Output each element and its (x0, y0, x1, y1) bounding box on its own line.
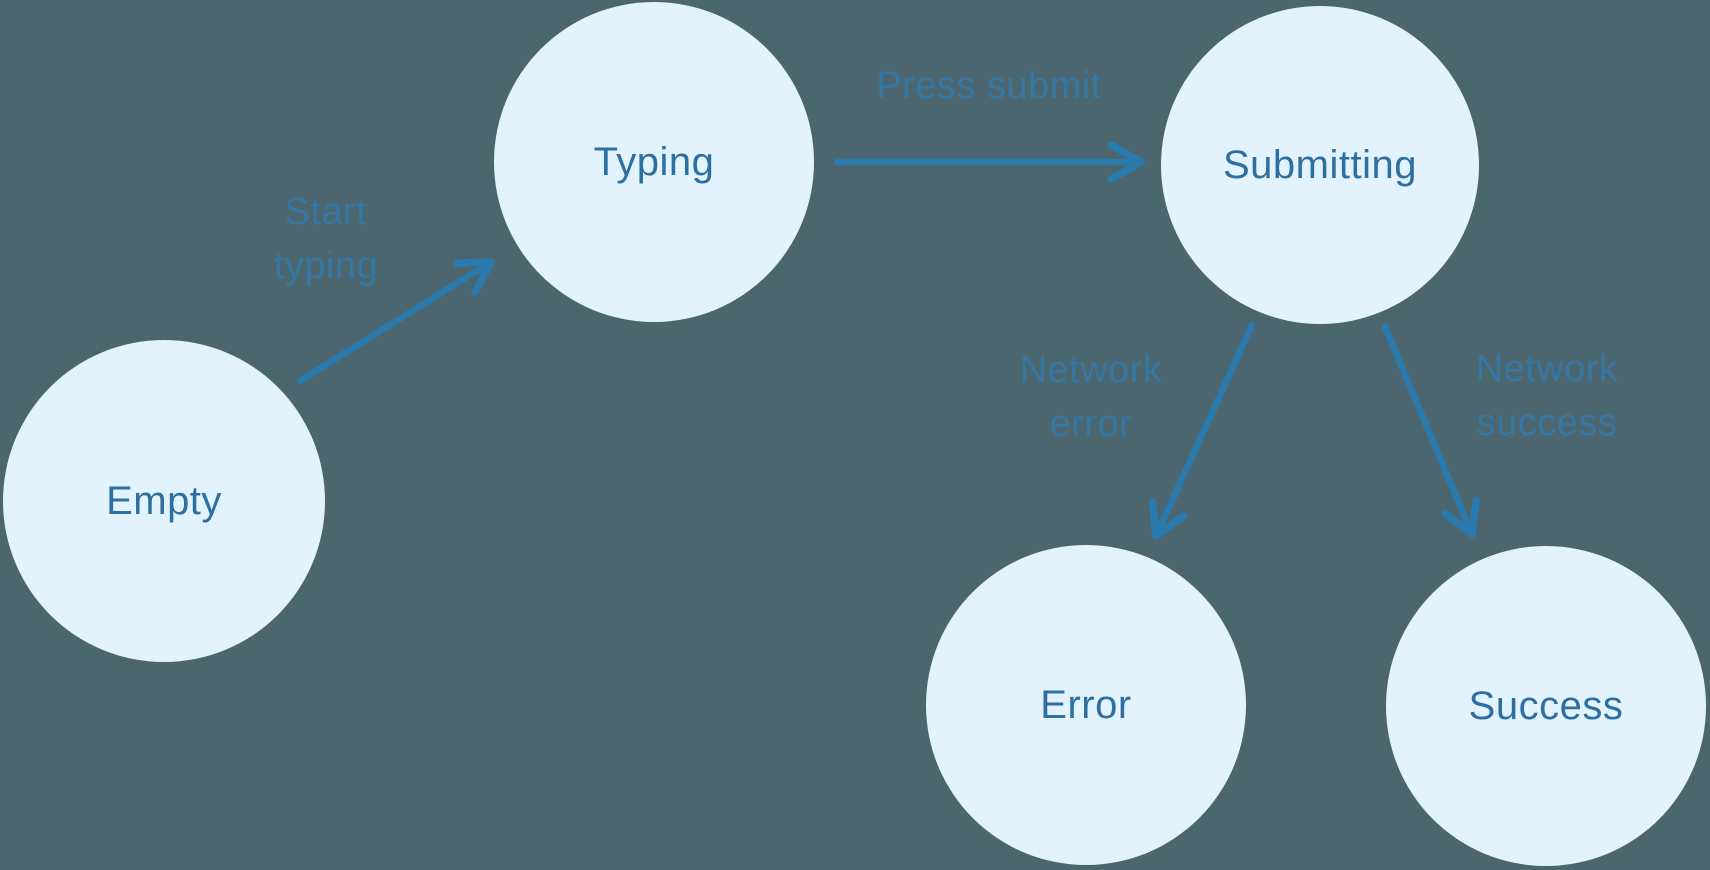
edge-label-line: Network (1019, 349, 1163, 391)
edge-label-line: typing (273, 245, 379, 287)
edge-label-line: Start (284, 191, 368, 233)
state-node-empty: Empty (3, 340, 325, 662)
arrow-shaft (1381, 323, 1474, 534)
transition-arrow-network-success (1381, 323, 1481, 538)
state-node-label: Error (1040, 682, 1132, 727)
edge-label-start-typing: Start typing (274, 185, 378, 293)
state-node-submitting: Submitting (1161, 6, 1479, 324)
state-node-label: Success (1468, 683, 1624, 728)
transition-arrow-start-typing (296, 258, 495, 385)
state-node-typing: Typing (494, 2, 814, 322)
arrowhead-icon (453, 258, 495, 296)
transition-arrow-network-error (1148, 321, 1256, 540)
edge-label-line: success (1476, 402, 1618, 444)
edge-label-line: error (1049, 403, 1133, 445)
state-node-label: Typing (593, 139, 715, 184)
transition-arrow-press-submit (833, 141, 1145, 183)
edge-label-network-error: Network error (1020, 343, 1163, 451)
arrow-shaft (296, 260, 491, 385)
edge-label-network-success: Network success (1476, 342, 1619, 450)
arrowhead-icon (1441, 496, 1481, 538)
state-node-label: Empty (106, 478, 222, 523)
edge-label-line: Network (1475, 348, 1619, 390)
state-node-success: Success (1386, 546, 1706, 866)
edge-label-line: Press submit (876, 65, 1102, 107)
state-node-label: Submitting (1223, 142, 1417, 187)
arrowhead-icon (1107, 141, 1145, 183)
arrow-shaft (1154, 321, 1256, 536)
state-node-error: Error (926, 545, 1246, 865)
arrowhead-icon (1148, 498, 1188, 540)
edge-label-press-submit: Press submit (876, 59, 1102, 113)
